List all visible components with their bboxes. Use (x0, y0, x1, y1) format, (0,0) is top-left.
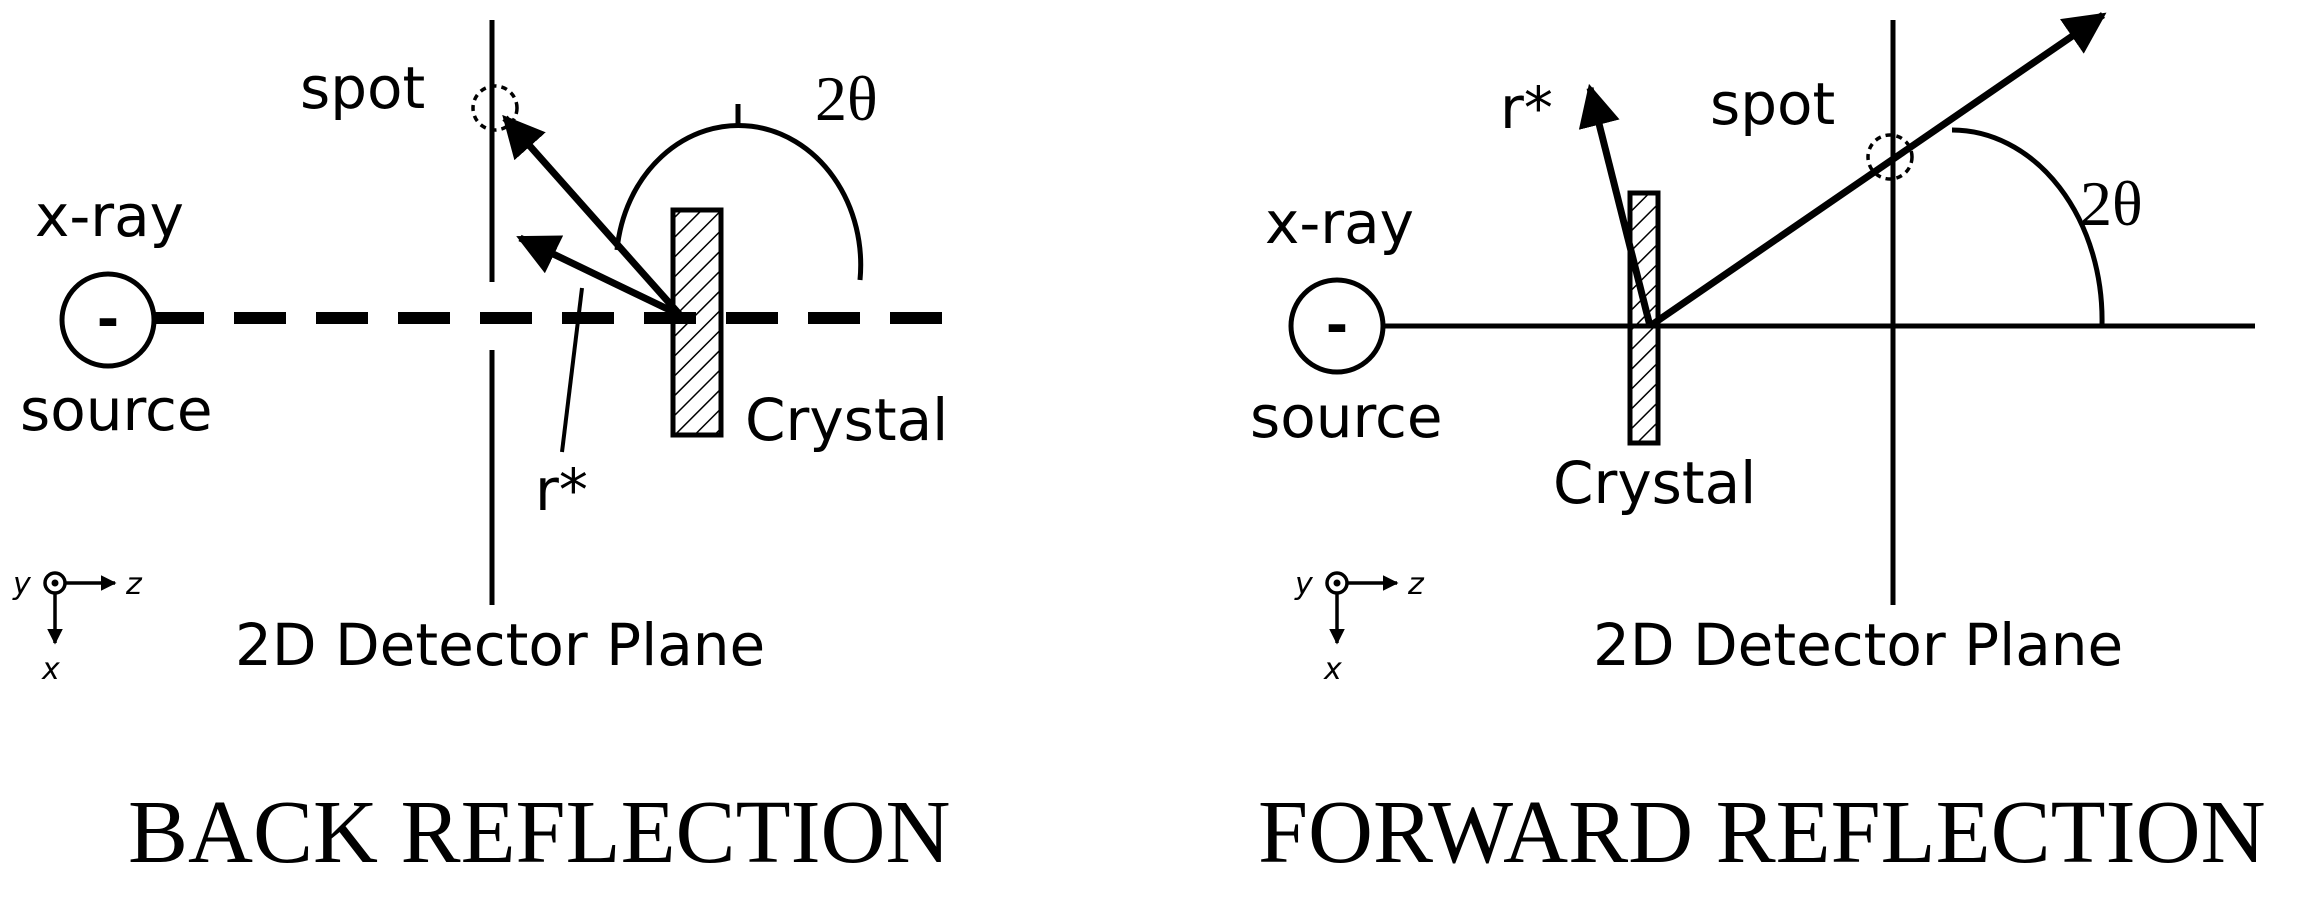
axis-z-label: z (125, 567, 143, 602)
xray-label: x-ray (35, 182, 184, 250)
back-reflection-title: BACK REFLECTION (128, 783, 951, 882)
axis-x-label: x (1323, 652, 1342, 687)
spot-label: spot (1710, 70, 1835, 138)
forward-reflection-title: FORWARD REFLECTION (1258, 783, 2266, 882)
two-theta-arc (1951, 127, 2105, 326)
r-star-pointer (560, 287, 584, 453)
r-star-label: r* (1500, 74, 1553, 142)
axis-y-label: y (1294, 567, 1314, 602)
r-star-vector-arrow (516, 234, 682, 319)
forward-reflection-panel: - r* spot 2θ x-ray source Crystal 2D Det… (1250, 12, 2266, 882)
diffraction-spot (1866, 133, 1914, 181)
diffracted-beam-arrow (1648, 12, 2107, 329)
r-star-label: r* (535, 456, 588, 524)
r-star-vector-arrow (1578, 83, 1654, 327)
detector-plane-label: 2D Detector Plane (235, 611, 765, 679)
xray-label: x-ray (1265, 189, 1414, 257)
axis-x-label: x (41, 652, 60, 687)
crystal-label: Crystal (745, 386, 948, 454)
two-theta-arc (614, 122, 864, 281)
source-symbol: - (1326, 294, 1348, 357)
crystal-block (1627, 190, 1661, 446)
axis-y-label: y (12, 567, 32, 602)
axis-z-label: z (1407, 567, 1425, 602)
diffracted-beam-arrow (502, 114, 683, 318)
two-theta-label: 2θ (2080, 168, 2143, 239)
back-reflection-panel: - spot 2θ x-ray source Crystal r* 2D Det… (12, 20, 972, 882)
coordinate-axes: y z x (12, 567, 143, 687)
source-label: source (20, 376, 213, 444)
detector-plane-label: 2D Detector Plane (1593, 611, 2123, 679)
xray-source-circle (1288, 277, 1386, 375)
spot-label: spot (300, 54, 425, 122)
crystal-label: Crystal (1553, 449, 1756, 517)
diffraction-spot (471, 84, 519, 132)
source-label: source (1250, 383, 1443, 451)
coordinate-axes: y z x (1294, 567, 1425, 687)
two-theta-label: 2θ (815, 63, 878, 134)
crystal-block (670, 207, 724, 438)
xray-source-circle (59, 271, 157, 369)
source-symbol: - (97, 288, 119, 351)
